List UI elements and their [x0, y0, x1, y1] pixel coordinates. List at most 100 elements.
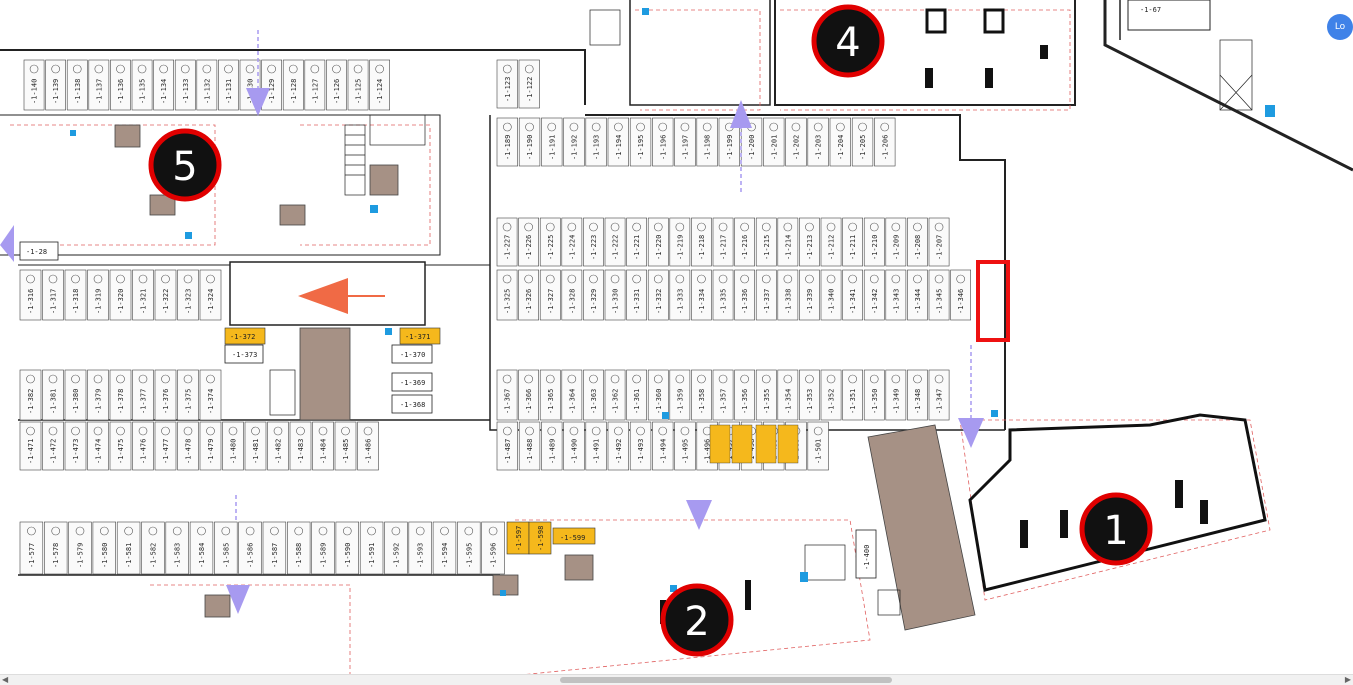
parking-spot[interactable]: -1-579: [68, 521, 92, 575]
parking-spot[interactable]: -1-209: [885, 217, 907, 267]
parking-spot[interactable]: -1-360: [647, 369, 669, 421]
parking-spot[interactable]: -1-222: [604, 217, 626, 267]
parking-spot[interactable]: -1-215: [755, 217, 777, 267]
parking-spot[interactable]: -1-364: [561, 369, 583, 421]
parking-spot[interactable]: -1-382: [19, 369, 42, 421]
parking-spot[interactable]: -1-348: [907, 369, 928, 421]
parking-spot[interactable]: -1-477: [154, 421, 177, 471]
parking-spot[interactable]: -1-367: [496, 369, 518, 421]
parking-spot[interactable]: -1-487: [496, 421, 519, 471]
parking-spot[interactable]: -1-126: [326, 59, 347, 111]
parking-spot[interactable]: -1-195: [629, 117, 652, 167]
parking-spot[interactable]: -1-491: [585, 421, 607, 471]
parking-spot[interactable]: -1-485: [334, 421, 357, 471]
parking-spot[interactable]: -1-321: [132, 269, 154, 321]
parking-spot[interactable]: -1-476: [132, 421, 154, 471]
parking-spot[interactable]: -1-357: [712, 369, 734, 421]
side-panel-button[interactable]: Lo: [1327, 14, 1353, 40]
parking-spot[interactable]: -1-125: [347, 59, 369, 111]
parking-spot[interactable]: -1-592: [384, 521, 408, 575]
parking-spot[interactable]: -1-474: [87, 421, 109, 471]
parking-spot[interactable]: -1-362: [604, 369, 626, 421]
parking-spot[interactable]: -1-201: [763, 117, 785, 167]
parking-spot[interactable]: -1-323: [177, 269, 199, 321]
parking-spot[interactable]: -1-334: [691, 269, 712, 321]
parking-spot[interactable]: -1-582: [141, 521, 165, 575]
parking-spot[interactable]: -1-134: [153, 59, 175, 111]
parking-spot[interactable]: -1-585: [214, 521, 238, 575]
parking-spot[interactable]: -1-219: [669, 217, 691, 267]
parking-spot[interactable]: -1-133: [174, 59, 196, 111]
scroll-right-arrow-icon[interactable]: ▶: [1344, 675, 1351, 684]
parking-spot[interactable]: -1-190: [518, 117, 541, 167]
parking-spot[interactable]: -1-191: [541, 117, 563, 167]
parking-spot[interactable]: -1-596: [481, 521, 505, 575]
parking-spot[interactable]: -1-127: [304, 59, 326, 111]
parking-spot[interactable]: -1-131: [218, 59, 239, 111]
parking-spot[interactable]: -1-123: [496, 59, 518, 109]
zone-badge-4[interactable]: 4: [811, 4, 885, 78]
parking-spot[interactable]: -1-128: [282, 59, 304, 111]
parking-spot[interactable]: -1-591: [359, 521, 384, 575]
parking-spot[interactable]: -1-483: [289, 421, 312, 471]
horizontal-scrollbar[interactable]: ◀ ▶: [0, 674, 1353, 685]
parking-spot[interactable]: -1-335: [712, 269, 734, 321]
parking-spot[interactable]: -1-341: [842, 269, 863, 321]
parking-spot[interactable]: -1-208: [907, 217, 928, 267]
parking-spot[interactable]: -1-199: [718, 117, 741, 167]
parking-spot[interactable]: -1-346: [950, 269, 971, 321]
parking-spot[interactable]: -1-494: [652, 421, 674, 471]
parking-spot[interactable]: -1-129: [261, 59, 283, 111]
parking-spot[interactable]: -1-380: [64, 369, 87, 421]
parking-spot[interactable]: -1-594: [432, 521, 457, 575]
parking-spot[interactable]: -1-202: [785, 117, 807, 167]
scrollbar-thumb[interactable]: [560, 677, 892, 683]
parking-spot[interactable]: -1-189: [496, 117, 519, 167]
parking-spot[interactable]: -1-329: [583, 269, 604, 321]
parking-spot[interactable]: -1-332: [647, 269, 669, 321]
parking-spot[interactable]: -1-482: [267, 421, 289, 471]
parking-spot[interactable]: -1-363: [583, 369, 604, 421]
parking-spot[interactable]: -1-486: [357, 421, 379, 471]
parking-spot[interactable]: -1-354: [777, 369, 799, 421]
parking-spot[interactable]: -1-316: [19, 269, 42, 321]
parking-spot[interactable]: -1-196: [652, 117, 674, 167]
parking-spot[interactable]: -1-339: [799, 269, 820, 321]
parking-spot[interactable]: -1-492: [607, 421, 630, 471]
parking-spot[interactable]: -1-210: [863, 217, 885, 267]
parking-spot[interactable]: -1-356: [734, 369, 755, 421]
parking-spot[interactable]: -1-200: [740, 117, 763, 167]
parking-spot[interactable]: -1-139: [45, 59, 66, 111]
parking-spot[interactable]: -1-330: [604, 269, 626, 321]
parking-spot[interactable]: -1-501: [807, 421, 829, 471]
parking-spot[interactable]: -1-124: [369, 59, 391, 111]
parking-spot[interactable]: -1-198: [696, 117, 718, 167]
parking-spot[interactable]: -1-350: [863, 369, 885, 421]
parking-spot[interactable]: -1-331: [626, 269, 647, 321]
parking-spot[interactable]: -1-318: [64, 269, 87, 321]
parking-spot[interactable]: -1-352: [820, 369, 842, 421]
parking-spot[interactable]: -1-472: [42, 421, 64, 471]
parking-spot[interactable]: -1-493: [629, 421, 652, 471]
parking-spot[interactable]: -1-379: [87, 369, 109, 421]
parking-spot[interactable]: -1-122: [518, 59, 540, 109]
parking-spot[interactable]: -1-216: [734, 217, 755, 267]
parking-spot[interactable]: -1-203: [807, 117, 829, 167]
scroll-left-arrow-icon[interactable]: ◀: [2, 675, 9, 684]
parking-spot[interactable]: -1-333: [669, 269, 691, 321]
parking-spot[interactable]: -1-338: [777, 269, 799, 321]
parking-spot[interactable]: -1-366: [518, 369, 539, 421]
parking-spot[interactable]: -1-326: [518, 269, 539, 321]
parking-spot[interactable]: -1-192: [563, 117, 585, 167]
parking-spot[interactable]: -1-224: [561, 217, 583, 267]
parking-spot[interactable]: -1-484: [312, 421, 334, 471]
parking-spot[interactable]: -1-213: [799, 217, 820, 267]
parking-spot[interactable]: -1-345: [928, 269, 950, 321]
parking-spot[interactable]: -1-327: [539, 269, 561, 321]
parking-spot[interactable]: -1-320: [109, 269, 132, 321]
parking-spot[interactable]: -1-221: [626, 217, 647, 267]
parking-spot[interactable]: -1-353: [799, 369, 820, 421]
parking-spot[interactable]: -1-197: [674, 117, 696, 167]
parking-spot[interactable]: -1-473: [64, 421, 87, 471]
